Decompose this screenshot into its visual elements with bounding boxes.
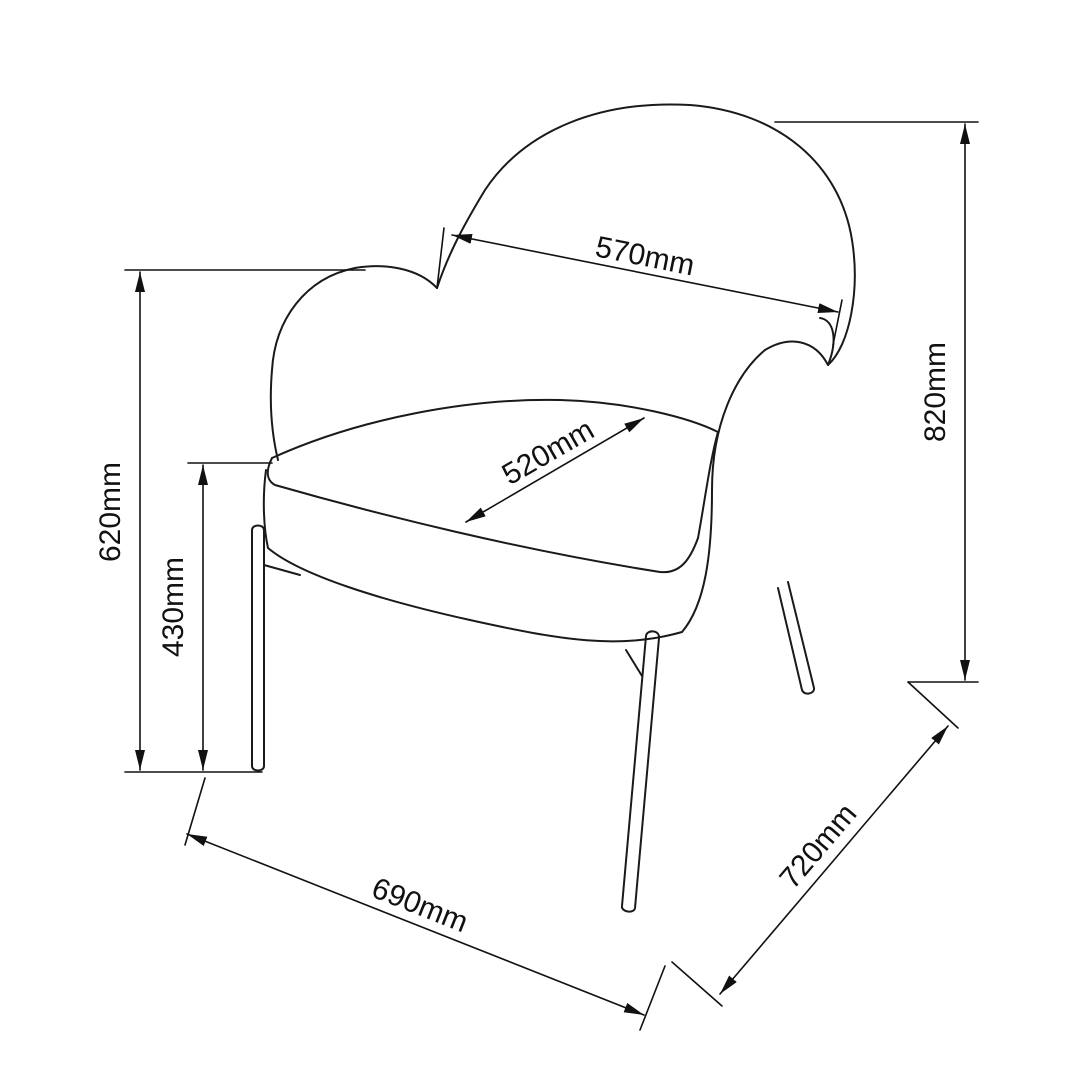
label-total-height: 820mm bbox=[919, 342, 952, 442]
chair-drawing bbox=[251, 103, 856, 913]
seat-cushion-front bbox=[266, 457, 699, 574]
label-depth: 720mm bbox=[773, 798, 863, 896]
chair-inner-arm bbox=[697, 431, 719, 539]
dimension-arrows bbox=[135, 123, 970, 1016]
leg-crossbar bbox=[263, 564, 301, 576]
chair-backrest bbox=[436, 103, 856, 633]
chair-right-armrest bbox=[819, 317, 835, 366]
dim-arrow-width bbox=[186, 833, 645, 1016]
label-seat-height: 430mm bbox=[157, 557, 190, 657]
chair-left-armrest bbox=[269, 265, 438, 461]
label-armrest-height: 620mm bbox=[94, 462, 127, 562]
label-width: 690mm bbox=[367, 872, 472, 940]
label-back-width: 570mm bbox=[593, 231, 698, 283]
dim-arrow-depth bbox=[719, 725, 949, 995]
seat-cushion-top bbox=[271, 398, 719, 459]
dim-arrow-seat-depth bbox=[465, 417, 645, 523]
extension-lines bbox=[124, 121, 979, 1031]
back-right-leg bbox=[777, 581, 816, 695]
seat-base bbox=[262, 469, 683, 643]
dimension-labels: 570mm 520mm 820mm 620mm 430mm 690mm 720m… bbox=[94, 231, 952, 940]
dim-arrow-back-width bbox=[451, 234, 839, 313]
back-left-leg bbox=[625, 649, 643, 677]
front-left-leg bbox=[251, 524, 265, 772]
